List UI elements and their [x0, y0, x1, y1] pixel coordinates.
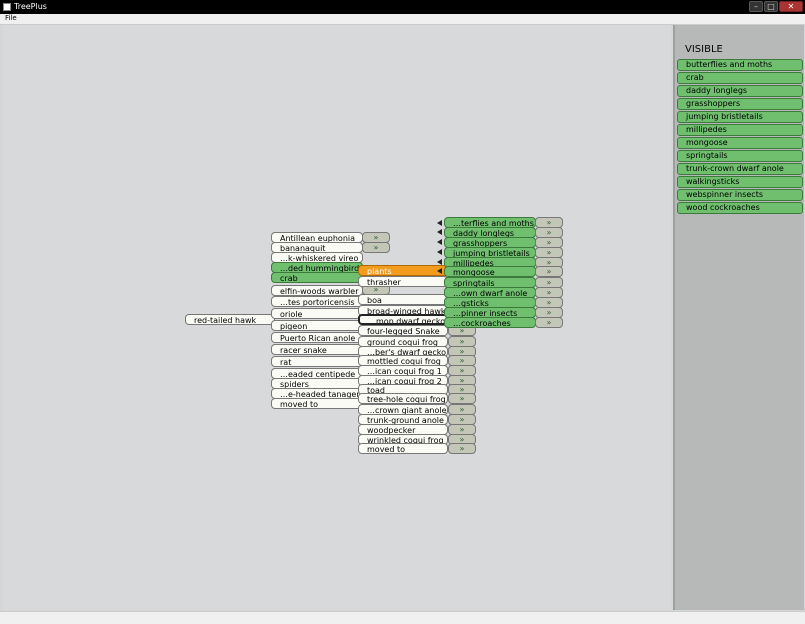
- close-icon[interactable]: ✕: [779, 1, 803, 12]
- prey-node[interactable]: moved to: [358, 443, 448, 454]
- predator-node[interactable]: racer snake: [271, 344, 363, 355]
- predator-node[interactable]: pigeon: [271, 320, 363, 331]
- double-chevron-down-icon[interactable]: »: [362, 242, 390, 253]
- visible-item[interactable]: webspinner insects: [677, 189, 803, 201]
- arrow-left-icon: [437, 229, 442, 235]
- prey-node[interactable]: thrasher: [358, 276, 448, 287]
- menu-bar: File: [0, 14, 805, 25]
- arrow-left-icon: [437, 220, 442, 226]
- visible-item[interactable]: springtails: [677, 150, 803, 162]
- arrow-left-icon: [437, 249, 442, 255]
- status-bar: [0, 611, 805, 624]
- arrow-left-icon: [437, 268, 442, 274]
- menu-file[interactable]: File: [5, 14, 17, 22]
- prey-node[interactable]: …mon dwarf gecko: [358, 314, 448, 325]
- predator-node[interactable]: moved to: [271, 398, 363, 409]
- root-node[interactable]: red-tailed hawk: [185, 314, 275, 325]
- visible-item[interactable]: grasshoppers: [677, 98, 803, 110]
- visible-item[interactable]: butterflies and moths: [677, 59, 803, 71]
- focus-node[interactable]: plants: [358, 265, 448, 276]
- arrow-left-icon: [437, 259, 442, 265]
- visible-tree-node[interactable]: …cockroaches: [444, 317, 536, 328]
- predator-node[interactable]: …tes portoricensis: [271, 296, 363, 307]
- visible-item[interactable]: crab: [677, 72, 803, 84]
- visible-tree-node[interactable]: mongoose: [444, 266, 536, 277]
- minimize-icon[interactable]: –: [749, 1, 763, 12]
- title-bar: TreePlus – □ ✕: [0, 0, 805, 14]
- window-title: TreePlus: [14, 2, 47, 11]
- visible-item[interactable]: trunk-crown dwarf anole: [677, 163, 803, 175]
- visible-item[interactable]: mongoose: [677, 137, 803, 149]
- predator-node[interactable]: rat: [271, 356, 363, 367]
- visible-item[interactable]: jumping bristletails: [677, 111, 803, 123]
- double-chevron-down-icon[interactable]: »: [448, 443, 476, 454]
- visible-item[interactable]: daddy longlegs: [677, 85, 803, 97]
- prey-node[interactable]: tree-hole coqui frog: [358, 393, 448, 404]
- app-icon: [3, 3, 11, 11]
- double-chevron-down-icon[interactable]: »: [448, 393, 476, 404]
- prey-node[interactable]: boa: [358, 294, 448, 305]
- visible-item[interactable]: walkingsticks: [677, 176, 803, 188]
- predator-node[interactable]: elfin-woods warbler: [271, 285, 363, 296]
- prey-node[interactable]: four-legged Snake: [358, 325, 448, 336]
- predator-node[interactable]: crab: [271, 272, 363, 283]
- visible-heading: VISIBLE: [685, 44, 723, 55]
- predator-node[interactable]: oriole: [271, 308, 363, 319]
- maximize-icon[interactable]: □: [764, 1, 778, 12]
- visible-item[interactable]: millipedes: [677, 124, 803, 136]
- double-chevron-down-icon[interactable]: »: [535, 317, 563, 328]
- arrow-left-icon: [437, 239, 442, 245]
- double-chevron-down-icon[interactable]: »: [535, 266, 563, 277]
- predator-node[interactable]: Puerto Rican anole: [271, 332, 363, 343]
- visible-item[interactable]: wood cockroaches: [677, 202, 803, 214]
